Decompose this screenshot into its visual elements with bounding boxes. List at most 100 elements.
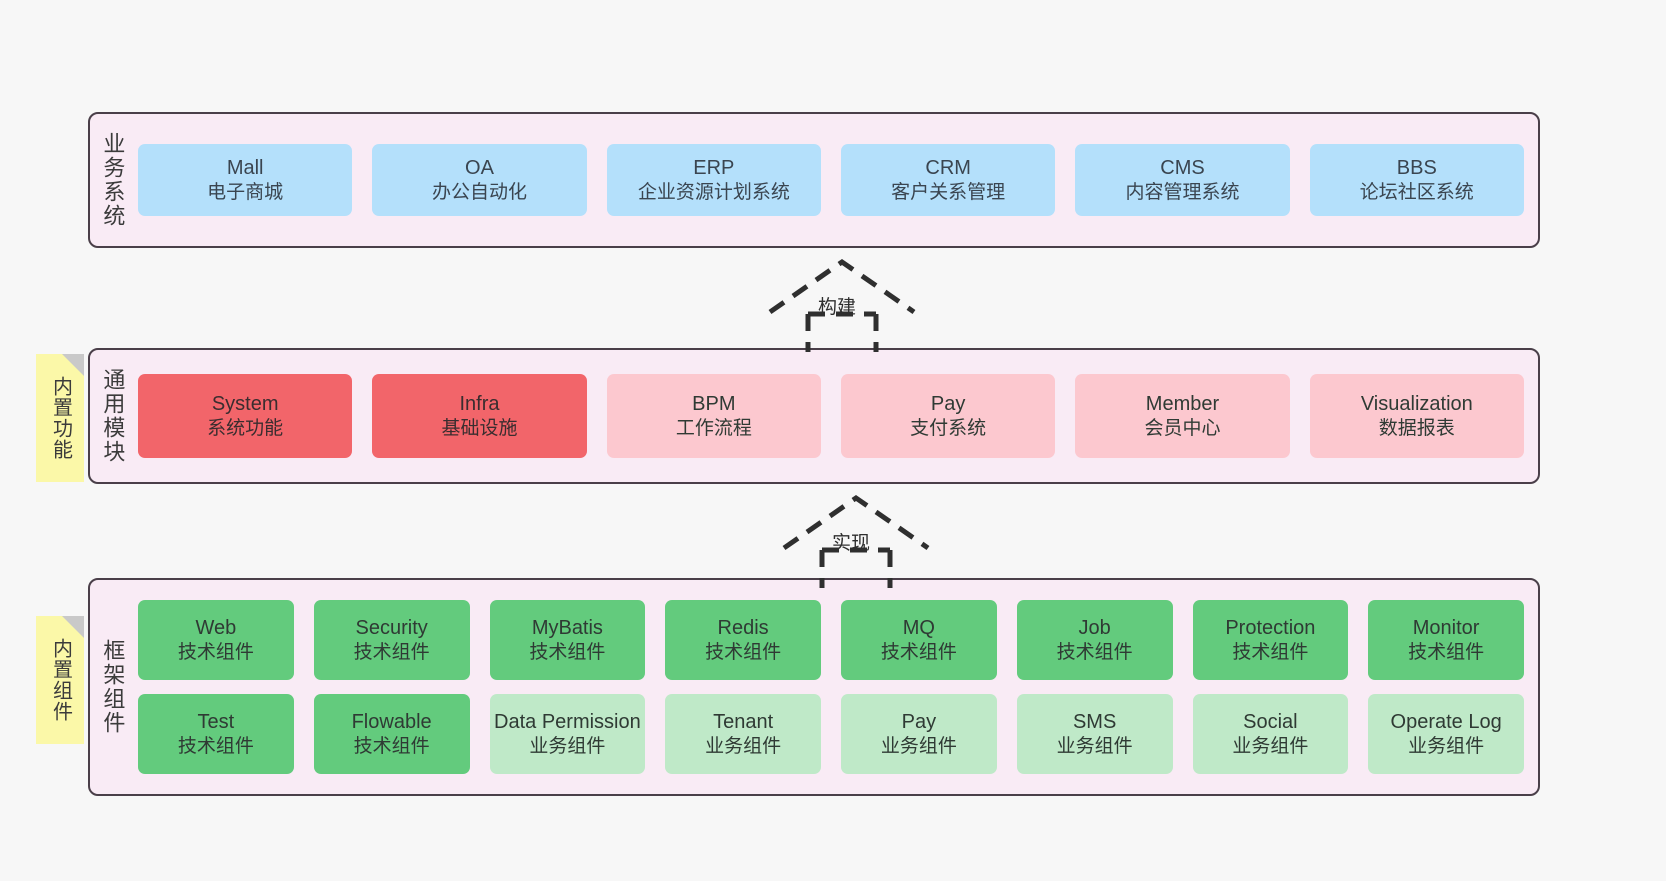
card-title: Test	[197, 711, 235, 734]
card-title: OA	[465, 157, 494, 180]
card-subtitle: 业务组件	[705, 735, 782, 757]
card-subtitle: 技术组件	[353, 641, 430, 663]
card-subtitle: 技术组件	[705, 641, 782, 663]
card-subtitle: 企业资源计划系统	[637, 181, 790, 203]
card-subtitle: 会员中心	[1144, 417, 1221, 439]
card-subtitle: 支付系统	[910, 417, 987, 439]
card-title: Mall	[226, 157, 264, 180]
card-title: CMS	[1160, 157, 1205, 180]
card-title: CRM	[925, 157, 971, 180]
layer-business-body: Mall 电子商城 OA 办公自动化 ERP 企业资源计划系统 CRM 客户关系…	[134, 114, 1538, 246]
card-subtitle: 基础设施	[441, 417, 518, 439]
card-subtitle: 业务组件	[1408, 735, 1485, 757]
layer-business-label: 业务系统	[100, 132, 126, 228]
card-cms[interactable]: CMS 内容管理系统	[1075, 144, 1290, 216]
card-subtitle: 电子商城	[207, 181, 284, 203]
card-subtitle: 业务组件	[1056, 735, 1133, 757]
card-test[interactable]: Test 技术组件	[138, 694, 294, 774]
card-subtitle: 技术组件	[1408, 641, 1485, 663]
card-title: Monitor	[1412, 617, 1480, 640]
card-subtitle: 论坛社区系统	[1359, 181, 1474, 203]
card-subtitle: 技术组件	[529, 641, 606, 663]
card-title: MQ	[902, 617, 935, 640]
card-subtitle: 业务组件	[1232, 735, 1309, 757]
card-subtitle: 技术组件	[1232, 641, 1309, 663]
card-title: BPM	[692, 393, 736, 416]
card-subtitle: 技术组件	[177, 641, 254, 663]
card-title: Infra	[459, 393, 500, 416]
card-mybatis[interactable]: MyBatis 技术组件	[489, 600, 646, 680]
card-subtitle: 办公自动化	[431, 181, 527, 203]
framework-tech-row: Web 技术组件 Security 技术组件 MyBatis 技术组件 Redi…	[138, 600, 1524, 680]
card-bpm[interactable]: BPM 工作流程	[606, 374, 821, 458]
card-title: Data Permission	[494, 711, 641, 734]
card-subtitle: 业务组件	[880, 735, 957, 757]
sticky-note-builtin-features: 内置功能	[36, 354, 84, 482]
card-title: MyBatis	[531, 617, 603, 640]
card-social[interactable]: Social 业务组件	[1192, 694, 1349, 774]
card-title: Visualization	[1360, 393, 1473, 416]
framework-biz-row: Test 技术组件 Flowable 技术组件 Data Permission …	[138, 694, 1524, 774]
layer-framework-body: Web 技术组件 Security 技术组件 MyBatis 技术组件 Redi…	[134, 580, 1538, 794]
card-subtitle: 内容管理系统	[1125, 181, 1240, 203]
card-pay-module[interactable]: Pay 支付系统	[840, 374, 1056, 458]
connector-build: 构建	[756, 256, 936, 352]
card-title: SMS	[1072, 711, 1117, 734]
card-web[interactable]: Web 技术组件	[138, 600, 294, 680]
card-title: Pay	[901, 711, 937, 734]
layer-framework-components: 框架组件 Web 技术组件 Security 技术组件 MyBatis 技术组件…	[88, 578, 1540, 796]
card-subtitle: 系统功能	[207, 417, 284, 439]
card-subtitle: 数据报表	[1378, 417, 1455, 439]
card-member[interactable]: Member 会员中心	[1075, 374, 1290, 458]
card-data-permission[interactable]: Data Permission 业务组件	[489, 694, 646, 774]
card-flowable[interactable]: Flowable 技术组件	[313, 694, 470, 774]
card-title: ERP	[693, 157, 735, 180]
card-title: BBS	[1396, 157, 1437, 180]
layer-common-body: System 系统功能 Infra 基础设施 BPM 工作流程 Pay 支付系统…	[134, 350, 1538, 482]
card-crm[interactable]: CRM 客户关系管理	[840, 144, 1056, 216]
connector-build-label: 构建	[818, 297, 857, 318]
card-visualization[interactable]: Visualization 数据报表	[1309, 374, 1524, 458]
card-title: Operate Log	[1390, 711, 1502, 734]
card-tenant[interactable]: Tenant 业务组件	[665, 694, 821, 774]
card-monitor[interactable]: Monitor 技术组件	[1368, 600, 1524, 680]
card-subtitle: 工作流程	[675, 417, 752, 439]
card-title: Pay	[930, 393, 966, 416]
common-card-row: System 系统功能 Infra 基础设施 BPM 工作流程 Pay 支付系统…	[138, 374, 1524, 458]
card-title: Job	[1078, 617, 1111, 640]
layer-business-systems: 业务系统 Mall 电子商城 OA 办公自动化 ERP 企业资源计划系统 CRM…	[88, 112, 1540, 248]
layer-framework-label: 框架组件	[100, 639, 126, 735]
connector-implement-label: 实现	[832, 533, 871, 554]
card-subtitle: 技术组件	[353, 735, 430, 757]
card-title: Flowable	[351, 711, 432, 734]
card-security[interactable]: Security 技术组件	[313, 600, 470, 680]
card-subtitle: 技术组件	[880, 641, 957, 663]
card-mall[interactable]: Mall 电子商城	[138, 144, 353, 216]
card-title: System	[211, 393, 279, 416]
business-card-row: Mall 电子商城 OA 办公自动化 ERP 企业资源计划系统 CRM 客户关系…	[138, 144, 1524, 216]
connector-implement: 实现	[770, 492, 950, 588]
card-job[interactable]: Job 技术组件	[1016, 600, 1173, 680]
card-infra[interactable]: Infra 基础设施	[372, 374, 587, 458]
card-erp[interactable]: ERP 企业资源计划系统	[606, 144, 821, 216]
card-pay-component[interactable]: Pay 业务组件	[841, 694, 997, 774]
card-title: Protection	[1225, 617, 1316, 640]
card-subtitle: 客户关系管理	[891, 181, 1006, 203]
card-redis[interactable]: Redis 技术组件	[665, 600, 821, 680]
card-sms[interactable]: SMS 业务组件	[1016, 694, 1173, 774]
card-subtitle: 技术组件	[177, 735, 254, 757]
layer-common-modules: 通用模块 System 系统功能 Infra 基础设施 BPM 工作流程 Pay…	[88, 348, 1540, 484]
card-subtitle: 技术组件	[1056, 641, 1133, 663]
card-title: Redis	[717, 617, 769, 640]
card-operate-log[interactable]: Operate Log 业务组件	[1368, 694, 1524, 774]
card-oa[interactable]: OA 办公自动化	[372, 144, 587, 216]
card-title: Web	[195, 617, 237, 640]
card-mq[interactable]: MQ 技术组件	[841, 600, 997, 680]
card-system[interactable]: System 系统功能	[138, 374, 353, 458]
card-title: Security	[355, 617, 428, 640]
card-title: Member	[1145, 393, 1220, 416]
card-title: Tenant	[713, 711, 774, 734]
card-protection[interactable]: Protection 技术组件	[1192, 600, 1349, 680]
card-bbs[interactable]: BBS 论坛社区系统	[1309, 144, 1524, 216]
card-title: Social	[1243, 711, 1298, 734]
